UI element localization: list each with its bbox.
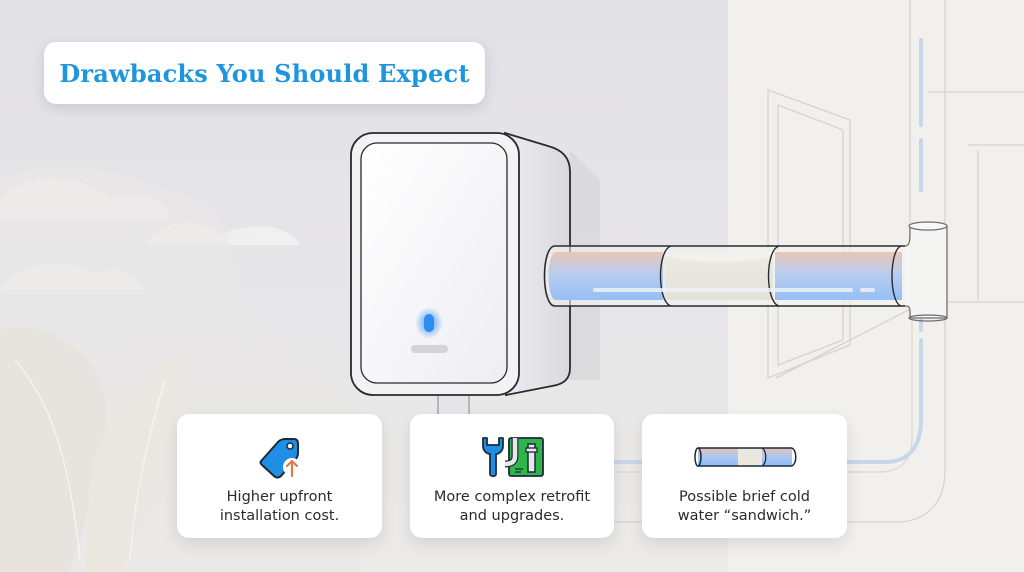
wrench-pipe-icon [477,434,547,480]
card-label-line2: installation cost. [219,508,340,524]
card-label: Higher upfront installation cost. [220,488,339,526]
title-card: Drawbacks You Should Expect [44,42,485,104]
wall-pipe [598,38,923,464]
pipe-tee-joint [904,221,948,322]
drawback-card-cost: Higher upfront installation cost. [177,414,382,538]
wall-pipe-outline [600,290,913,473]
price-tag-up-icon [256,434,304,480]
card-label-line2: and upgrades. [459,508,565,524]
water-heater-device [350,131,571,397]
card-label-line1: More complex retrofit [433,489,591,505]
card-label-line2: water “sandwich.” [677,508,812,524]
card-label: More complex retrofit and upgrades. [434,488,590,526]
card-label-line1: Higher upfront [226,489,333,505]
drawback-card-cold-sandwich: Possible brief cold water “sandwich.” [642,414,847,538]
plant-leaves [0,327,193,572]
page-title: Drawbacks You Should Expect [59,58,470,88]
drawback-card-retrofit: More complex retrofit and upgrades. [410,414,614,538]
pipe-sandwich-icon [692,434,798,480]
card-label-line1: Possible brief cold [679,489,810,505]
card-label: Possible brief cold water “sandwich.” [678,488,811,526]
horizontal-pipe [543,245,910,307]
